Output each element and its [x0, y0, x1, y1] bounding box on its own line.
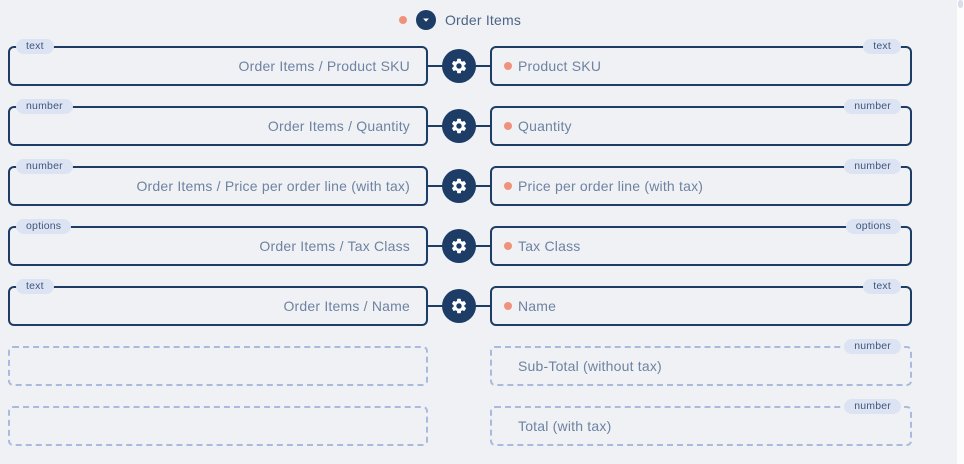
- field-type-badge: text: [863, 39, 901, 54]
- mapped-dot: [504, 182, 512, 190]
- scrollbar-thumb[interactable]: [958, 0, 963, 8]
- source-drop-zone[interactable]: [8, 406, 428, 446]
- connector-spacer: [428, 406, 490, 446]
- source-field-label: Order Items / Price per order line (with…: [136, 178, 410, 194]
- target-field-label: Tax Class: [518, 238, 581, 254]
- field-type-badge: options: [845, 219, 901, 234]
- gear-icon: [450, 177, 468, 195]
- mapping-connector: [428, 286, 490, 326]
- mapping-row: text Order Items / Product SKU text Prod…: [0, 36, 964, 96]
- mapping-connector: [428, 226, 490, 266]
- source-field-box[interactable]: options Order Items / Tax Class: [8, 219, 428, 266]
- source-drop-zone[interactable]: [8, 346, 428, 386]
- field-type-badge: text: [16, 39, 54, 54]
- field-type-badge: options: [16, 219, 72, 234]
- group-mapped-dot: [398, 15, 407, 24]
- mapped-dot: [504, 302, 512, 310]
- source-field-label: Order Items / Product SKU: [238, 58, 410, 74]
- mapping-connector: [428, 46, 490, 86]
- target-field-label: Name: [518, 298, 557, 314]
- field-type-badge: number: [844, 99, 901, 114]
- mapping-row-unmapped: number Total (with tax): [0, 396, 964, 456]
- field-type-badge: number: [844, 339, 901, 354]
- mapped-dot: [504, 62, 512, 70]
- unmapped-target-field-box[interactable]: number Total (with tax): [490, 399, 912, 446]
- gear-icon: [450, 237, 468, 255]
- target-field-box[interactable]: text Product SKU: [490, 39, 912, 86]
- unmapped-target-field-box[interactable]: number Sub-Total (without tax): [490, 339, 912, 386]
- scrollbar-track[interactable]: [957, 0, 964, 464]
- target-field-box[interactable]: options Tax Class: [490, 219, 912, 266]
- mapping-row: options Order Items / Tax Class options …: [0, 216, 964, 276]
- target-field-box[interactable]: text Name: [490, 279, 912, 326]
- field-type-badge: number: [16, 159, 73, 174]
- mapping-connector: [428, 166, 490, 206]
- group-header: Order Items: [0, 0, 942, 32]
- target-field-box[interactable]: number Price per order line (with tax): [490, 159, 912, 206]
- field-type-badge: number: [844, 399, 901, 414]
- source-field-box[interactable]: number Order Items / Quantity: [8, 99, 428, 146]
- source-field-box[interactable]: number Order Items / Price per order lin…: [8, 159, 428, 206]
- source-field-label: Order Items / Tax Class: [259, 238, 410, 254]
- target-field-label: Price per order line (with tax): [518, 178, 704, 194]
- field-type-badge: text: [16, 279, 54, 294]
- source-field-box[interactable]: text Order Items / Product SKU: [8, 39, 428, 86]
- mapping-connector: [428, 106, 490, 146]
- mapping-settings-button[interactable]: [442, 169, 476, 203]
- mapping-settings-button[interactable]: [442, 289, 476, 323]
- connector-spacer: [428, 346, 490, 386]
- group-title: Order Items: [444, 11, 522, 28]
- mapped-dot: [504, 242, 512, 250]
- source-field-label: Order Items / Quantity: [267, 118, 410, 134]
- source-field-box[interactable]: text Order Items / Name: [8, 279, 428, 326]
- gear-icon: [450, 297, 468, 315]
- field-type-badge: number: [16, 99, 73, 114]
- source-field-label: Order Items / Name: [283, 298, 410, 314]
- field-type-badge: number: [844, 159, 901, 174]
- gear-icon: [450, 117, 468, 135]
- mapping-row: number Order Items / Price per order lin…: [0, 156, 964, 216]
- field-type-badge: text: [863, 279, 901, 294]
- mapping-rows: text Order Items / Product SKU text Prod…: [0, 32, 964, 456]
- target-field-label: Sub-Total (without tax): [518, 358, 662, 374]
- mapping-row-unmapped: number Sub-Total (without tax): [0, 336, 964, 396]
- target-field-box[interactable]: number Quantity: [490, 99, 912, 146]
- gear-icon: [450, 57, 468, 75]
- mapping-settings-button[interactable]: [442, 49, 476, 83]
- mapping-row: text Order Items / Name text Name: [0, 276, 964, 336]
- chevron-down-icon: [419, 13, 433, 27]
- mapped-dot: [504, 122, 512, 130]
- target-field-label: Product SKU: [518, 58, 602, 74]
- target-field-label: Total (with tax): [518, 418, 612, 434]
- mapping-settings-button[interactable]: [442, 229, 476, 263]
- collapse-group-button[interactable]: [415, 9, 436, 30]
- mapping-settings-button[interactable]: [442, 109, 476, 143]
- target-field-label: Quantity: [518, 118, 572, 134]
- mapping-row: number Order Items / Quantity number Qua…: [0, 96, 964, 156]
